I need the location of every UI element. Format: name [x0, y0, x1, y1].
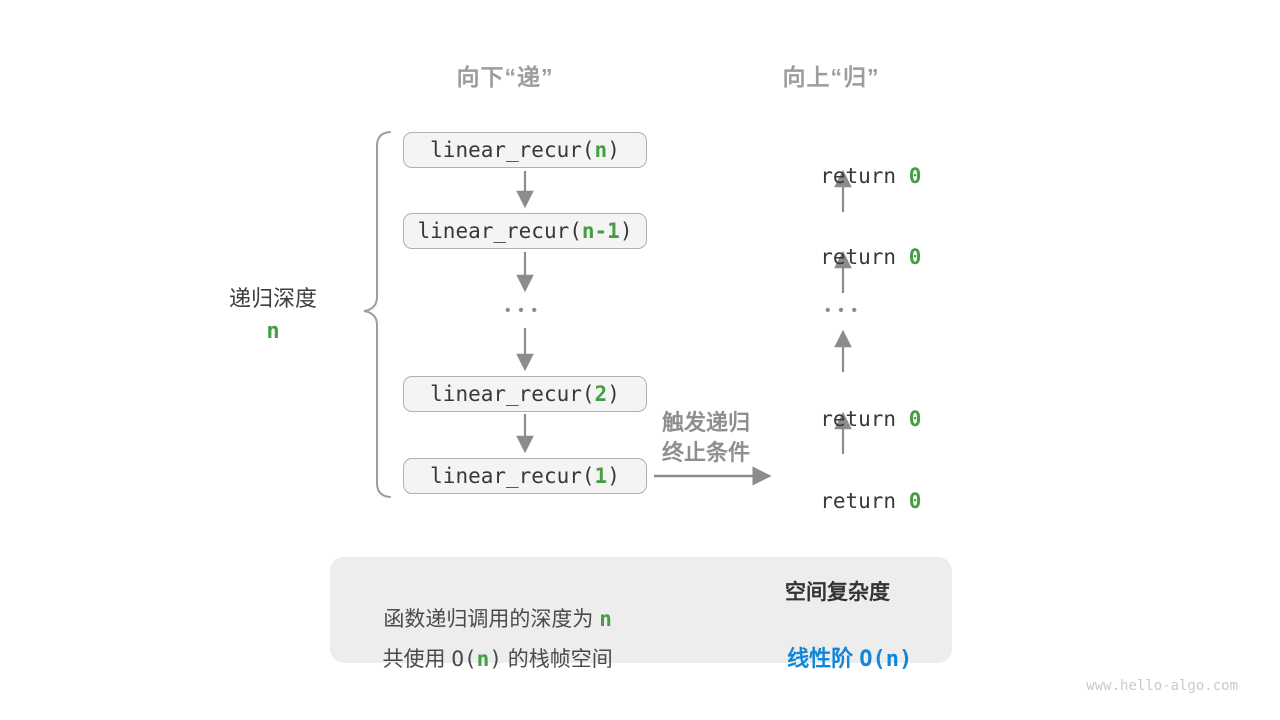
return-row: return 0	[763, 462, 928, 513]
summary-line-2: 共使用 O(n) 的栈帧空间	[340, 617, 632, 702]
watermark: www.hello-algo.com	[1086, 678, 1238, 694]
summary-var: n	[599, 607, 612, 631]
call-box-n-1: linear_recur(n-1)	[403, 213, 647, 249]
return-text: return	[820, 164, 909, 188]
return-value: 0	[908, 489, 922, 513]
summary-var: n	[476, 647, 490, 671]
terminate-line-2: 终止条件	[662, 440, 751, 465]
recursion-depth-label: 递归深度	[228, 286, 317, 311]
call-arg: n	[594, 138, 608, 162]
call-text: linear_recur(	[430, 464, 595, 488]
summary-box	[330, 557, 952, 663]
ellipsis-left: •••	[505, 302, 545, 319]
return-row: return 0	[763, 380, 928, 431]
terminate-condition-label: 触发递归 终止条件	[662, 408, 782, 468]
call-text: )	[607, 464, 620, 488]
call-arg: 1	[594, 464, 608, 488]
summary-text: 函数递归调用的深度为	[383, 608, 600, 631]
call-text: linear_recur(	[430, 138, 595, 162]
depth-brace-icon	[363, 131, 391, 498]
complexity-order-label: 线性阶	[787, 646, 860, 671]
call-text: )	[607, 382, 620, 406]
call-text: )	[607, 138, 620, 162]
ellipsis-right: •••	[825, 302, 865, 319]
call-text: linear_recur(	[430, 382, 595, 406]
return-text: return	[820, 245, 909, 269]
return-text: return	[820, 407, 909, 431]
space-complexity-title: 空间复杂度	[785, 581, 890, 604]
call-text: linear_recur(	[417, 219, 582, 243]
recursion-depth-var: n	[266, 319, 280, 344]
space-complexity-value: 线性阶 O(n)	[740, 615, 935, 699]
summary-code: O(	[451, 647, 477, 671]
return-value: 0	[908, 164, 922, 188]
call-box-n: linear_recur(n)	[403, 132, 647, 168]
summary-text: 共使用	[382, 648, 452, 671]
call-text: )	[619, 219, 633, 243]
return-row: return 0	[763, 218, 928, 269]
summary-line-1: 函数递归调用的深度为 n	[340, 577, 632, 662]
call-arg: n-1	[581, 219, 620, 243]
call-box-1: linear_recur(1)	[403, 458, 647, 494]
terminate-line-1: 触发递归	[662, 410, 751, 435]
summary-text: 的栈帧空间	[501, 648, 613, 671]
return-value: 0	[908, 245, 922, 269]
return-value: 0	[908, 407, 922, 431]
complexity-notation: O(n)	[859, 647, 913, 672]
header-ascend: 向上“归”	[782, 64, 880, 90]
summary-code: )	[489, 647, 502, 671]
return-text: return	[820, 489, 909, 513]
call-arg: 2	[594, 382, 608, 406]
return-row: return 0	[763, 137, 928, 188]
call-box-2: linear_recur(2)	[403, 376, 647, 412]
header-descend: 向下“递”	[456, 64, 554, 90]
